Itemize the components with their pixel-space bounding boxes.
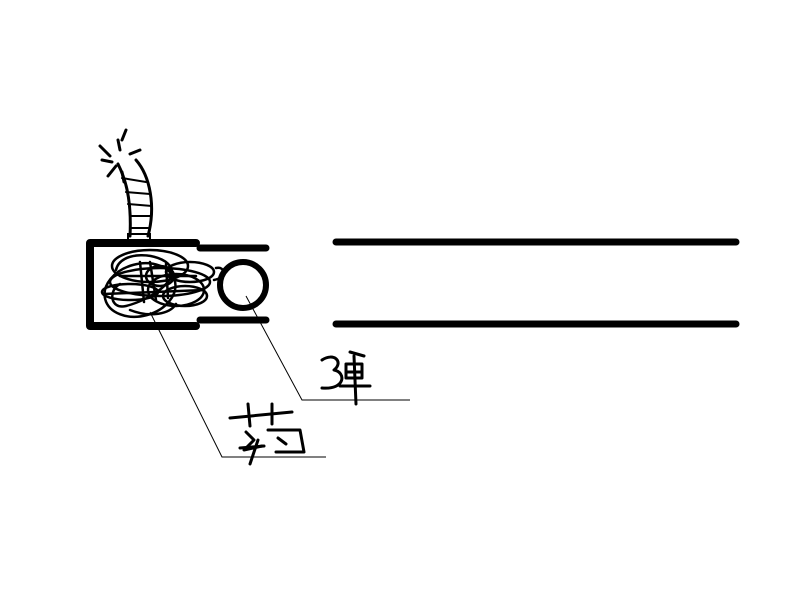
powder-label-handwriting (228, 402, 306, 466)
cannon-barrel-short (196, 244, 270, 324)
gunpowder-scribble (100, 248, 225, 319)
cannon-breech (86, 239, 200, 330)
fuse-rope (116, 158, 154, 243)
cannonball (217, 259, 269, 311)
leader-line-powder (149, 311, 326, 458)
leader-line-ammo (245, 295, 410, 401)
ammo-label-handwriting (320, 350, 372, 406)
cannon-barrel-long (332, 238, 740, 328)
